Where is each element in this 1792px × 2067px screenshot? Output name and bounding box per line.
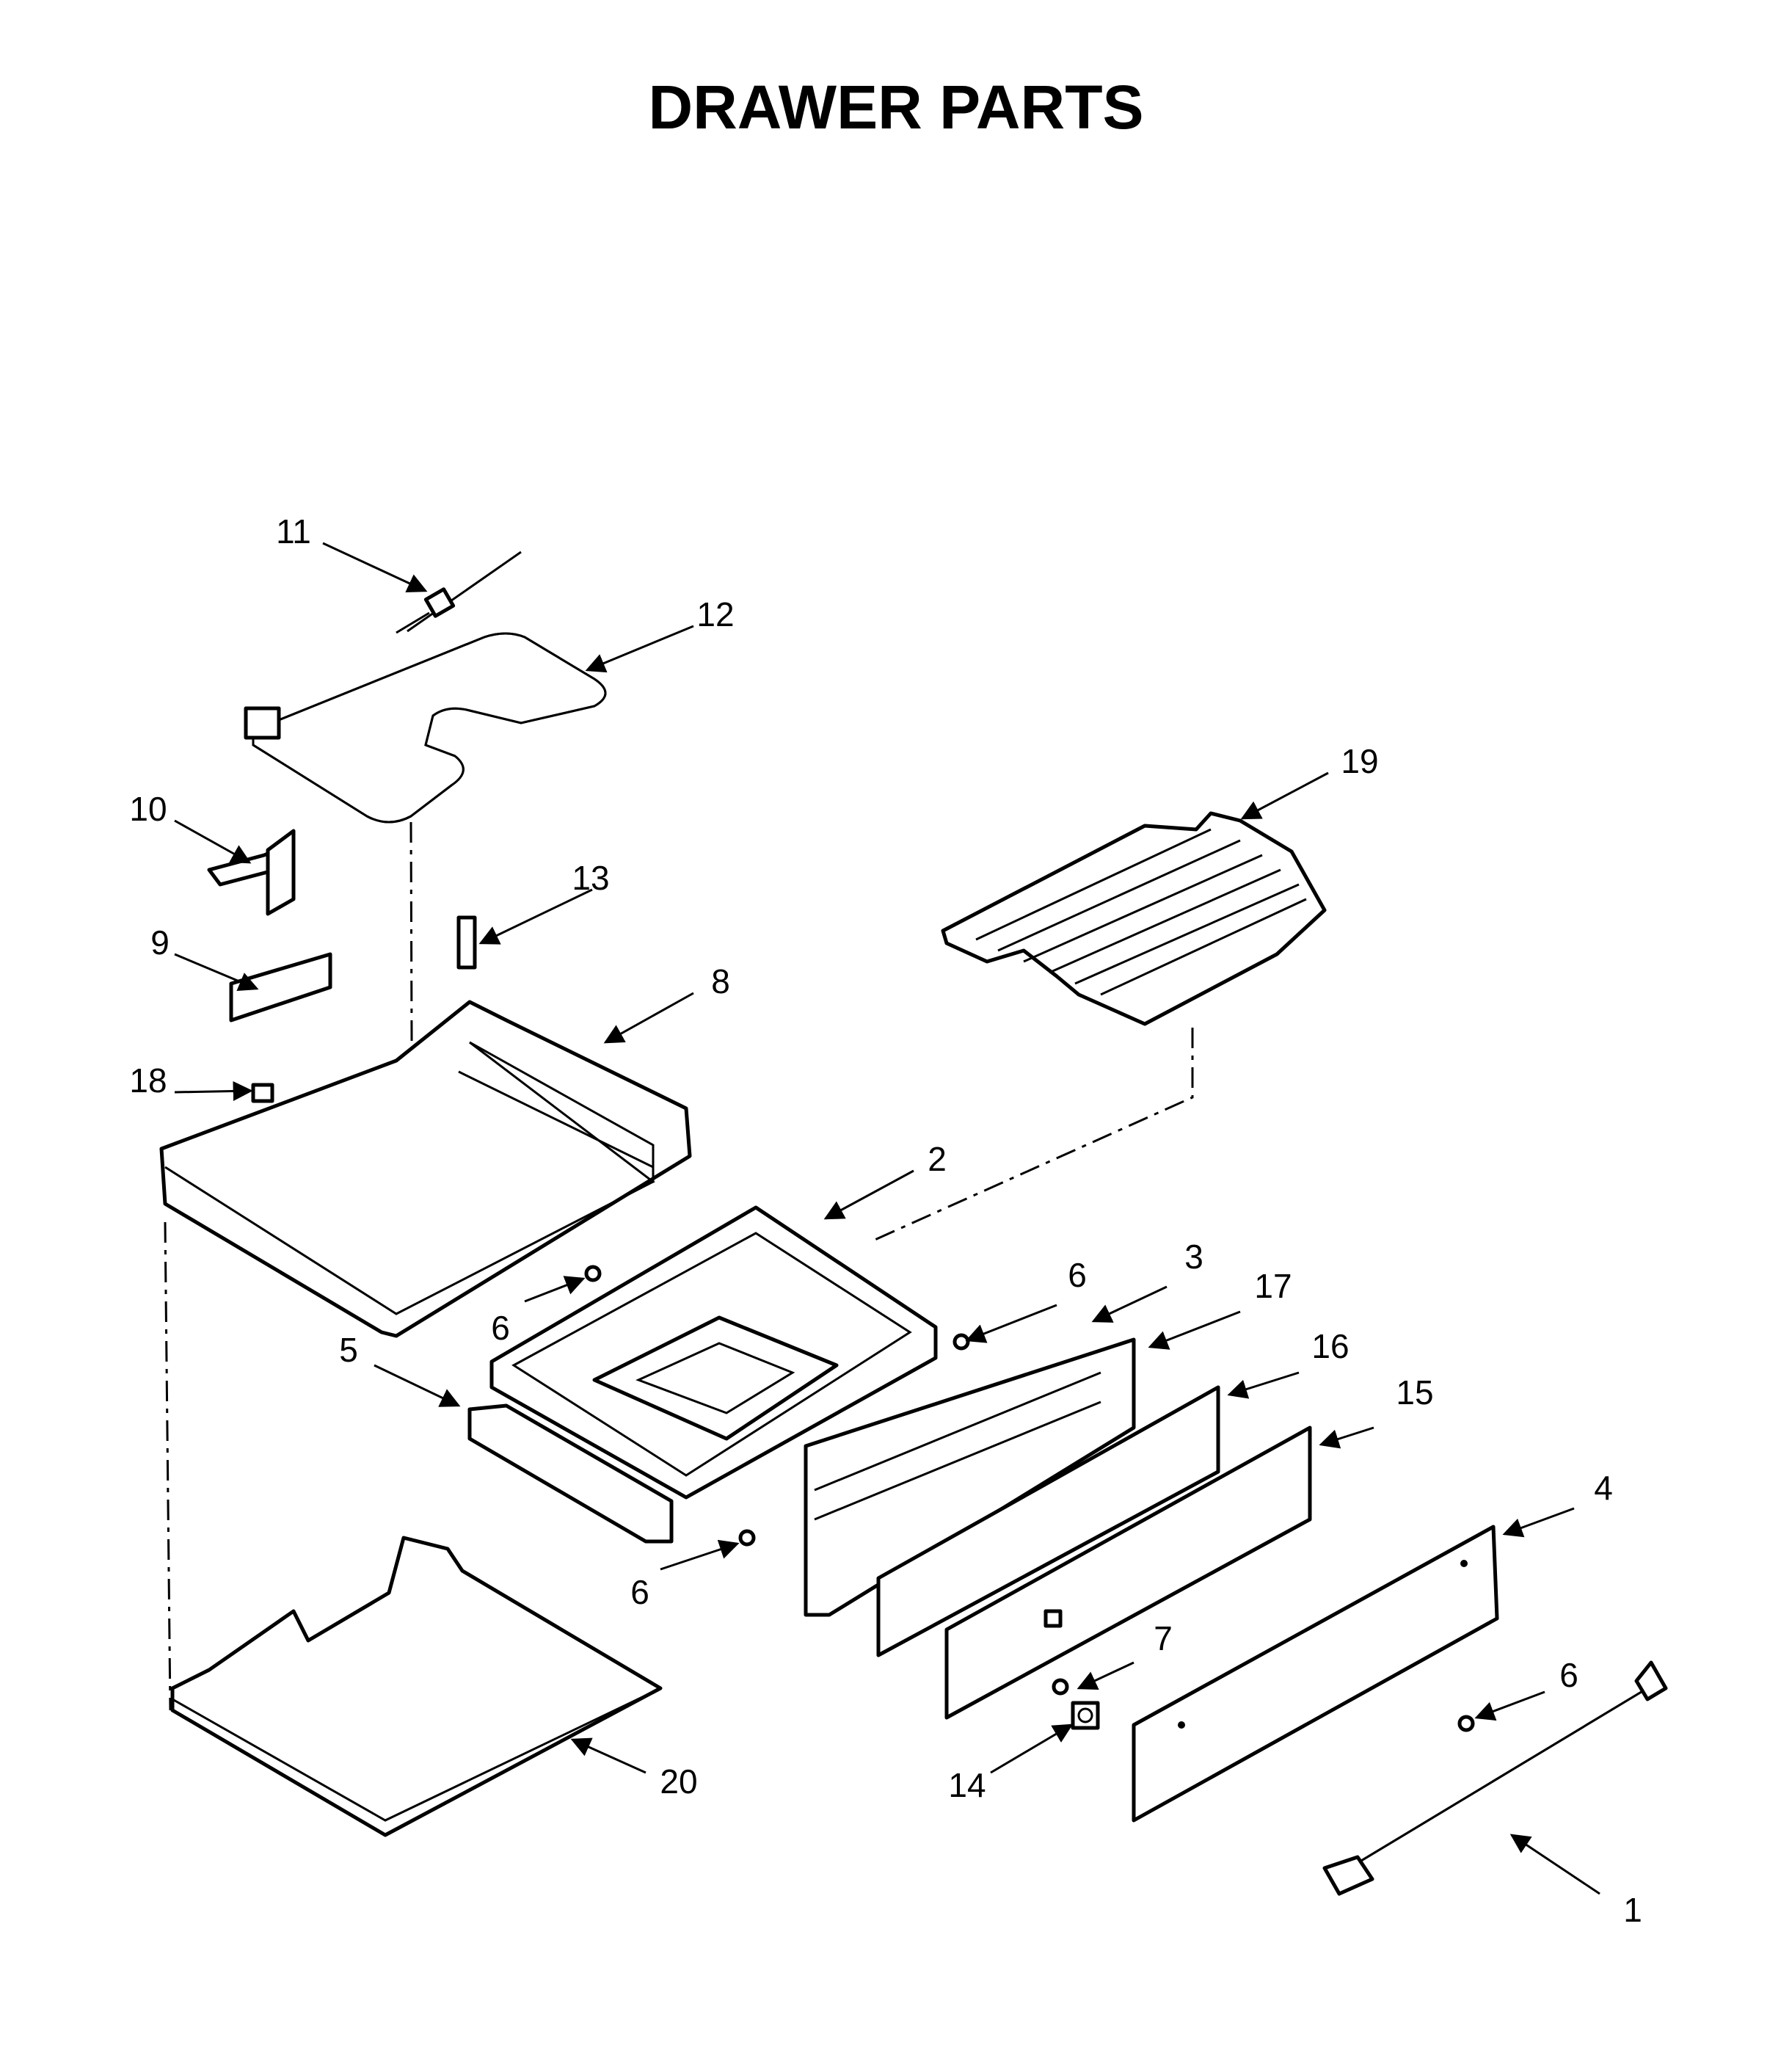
part-4-outer-door <box>1132 1525 1499 1823</box>
callout-18: 18 <box>129 1061 167 1100</box>
callout-numbers: 11 12 10 13 9 8 18 19 2 6 6 3 17 5 16 15… <box>129 512 1642 1929</box>
callout-14: 14 <box>948 1766 986 1804</box>
part-10-bracket <box>207 829 296 916</box>
part-2-drawer-pan <box>489 1205 938 1500</box>
part-15-panel <box>944 1425 1312 1720</box>
callout-19: 19 <box>1341 742 1378 780</box>
callout-16: 16 <box>1311 1327 1349 1365</box>
leader-lines <box>174 542 1600 1895</box>
callout-6-pan-right: 6 <box>1068 1256 1087 1294</box>
callout-6-door: 6 <box>1559 1656 1578 1694</box>
callout-9: 9 <box>150 923 170 962</box>
callout-11: 11 <box>276 512 311 551</box>
callout-13: 13 <box>572 859 609 897</box>
callout-3: 3 <box>1184 1238 1203 1276</box>
callout-15: 15 <box>1396 1373 1433 1412</box>
part-18-clip <box>251 1083 274 1103</box>
part-9-panel <box>229 952 332 1022</box>
part-19-rack <box>873 811 1327 1242</box>
callout-10: 10 <box>129 790 167 828</box>
part-14-square <box>1071 1701 1100 1730</box>
part-20-bottom-panel <box>164 1221 663 1837</box>
callout-12: 12 <box>696 595 734 633</box>
callout-4: 4 <box>1594 1469 1613 1507</box>
callout-1: 1 <box>1623 1891 1642 1929</box>
part-11-sensor <box>396 551 522 634</box>
callout-7: 7 <box>1154 1619 1173 1657</box>
part-12-bake-element <box>244 632 607 1249</box>
callout-2: 2 <box>928 1140 947 1178</box>
part-8-drawer-housing <box>159 1000 692 1338</box>
callout-5: 5 <box>339 1331 358 1369</box>
part-16-panel <box>876 1385 1220 1657</box>
part-5-slide-rail <box>467 1403 674 1544</box>
diagram-title: DRAWER PARTS <box>648 73 1143 142</box>
part-1-handle <box>1322 1660 1668 1896</box>
callout-20: 20 <box>660 1762 697 1801</box>
callout-8: 8 <box>711 962 730 1000</box>
part-15-slot <box>1043 1609 1063 1628</box>
part-13 <box>456 915 477 970</box>
callout-17: 17 <box>1254 1267 1292 1305</box>
callout-6-pan-top: 6 <box>491 1309 510 1347</box>
callout-6-rail: 6 <box>630 1573 649 1611</box>
part-6-screws <box>584 1265 1475 1732</box>
